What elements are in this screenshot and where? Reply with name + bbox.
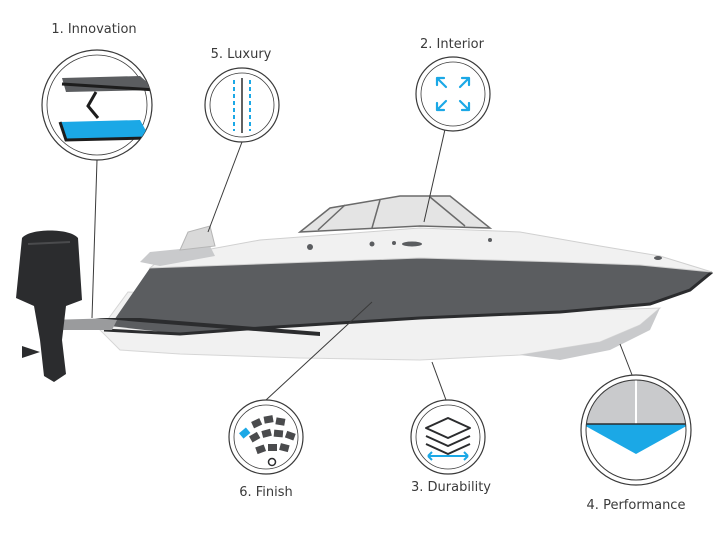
- leader-durability: [431, 361, 447, 401]
- outboard-cowl-vent: [27, 241, 71, 245]
- stacked-layers-icon: [425, 417, 471, 461]
- label-finish: 6. Finish: [239, 485, 293, 500]
- callout-ring: [41, 49, 153, 161]
- porthole: [369, 241, 375, 247]
- leader-interior: [423, 124, 447, 223]
- label-durability: 3. Durability: [411, 480, 491, 495]
- leader-lines: [91, 124, 635, 401]
- callout-ring-inner: [46, 54, 148, 156]
- callout-ring-inner: [209, 72, 275, 138]
- windshield-frame: [317, 196, 466, 231]
- stern-seat: [179, 225, 216, 251]
- deck-hatch: [402, 241, 422, 247]
- label-interior: 2. Interior: [420, 37, 484, 52]
- callout-durability: [410, 399, 486, 475]
- callout-ring-inner: [233, 404, 299, 470]
- leader-luxury: [207, 141, 243, 233]
- callout-ring: [415, 56, 491, 132]
- stitched-seam-icon: [233, 78, 251, 133]
- boat-illustration: [16, 195, 713, 382]
- callout-ring-inner: [585, 379, 687, 481]
- leader-innovation: [91, 159, 98, 319]
- callout-performance: [580, 374, 692, 486]
- chine-stripe: [95, 318, 320, 336]
- expand-arrows-icon: [435, 76, 471, 112]
- label-innovation: 1. Innovation: [51, 22, 137, 37]
- leader-finish: [265, 301, 373, 401]
- porthole: [392, 241, 396, 245]
- deck: [148, 227, 713, 273]
- label-luxury: 5. Luxury: [210, 47, 272, 62]
- hardtop-sundeck-icon: [58, 76, 152, 142]
- callout-luxury: [204, 67, 280, 143]
- callout-interior: [415, 56, 491, 132]
- color-swatch-fan-icon: [239, 415, 296, 467]
- callout-ring-inner: [420, 61, 486, 127]
- hull-stripe-gray: [520, 308, 660, 360]
- porthole: [307, 244, 313, 250]
- outboard-motor: [16, 230, 82, 382]
- callout-innovation: [41, 49, 153, 161]
- propeller: [22, 346, 40, 358]
- bow-cleat: [654, 256, 662, 260]
- rub-rail: [103, 270, 713, 336]
- label-performance: 4. Performance: [586, 498, 686, 513]
- callout-finish: [228, 399, 304, 475]
- leader-performance: [619, 343, 635, 381]
- hull-side: [110, 258, 712, 334]
- swim-platform: [48, 318, 118, 330]
- windshield: [297, 195, 493, 233]
- porthole: [488, 238, 492, 242]
- stern-deck: [140, 246, 215, 266]
- callout-ring-inner: [415, 404, 481, 470]
